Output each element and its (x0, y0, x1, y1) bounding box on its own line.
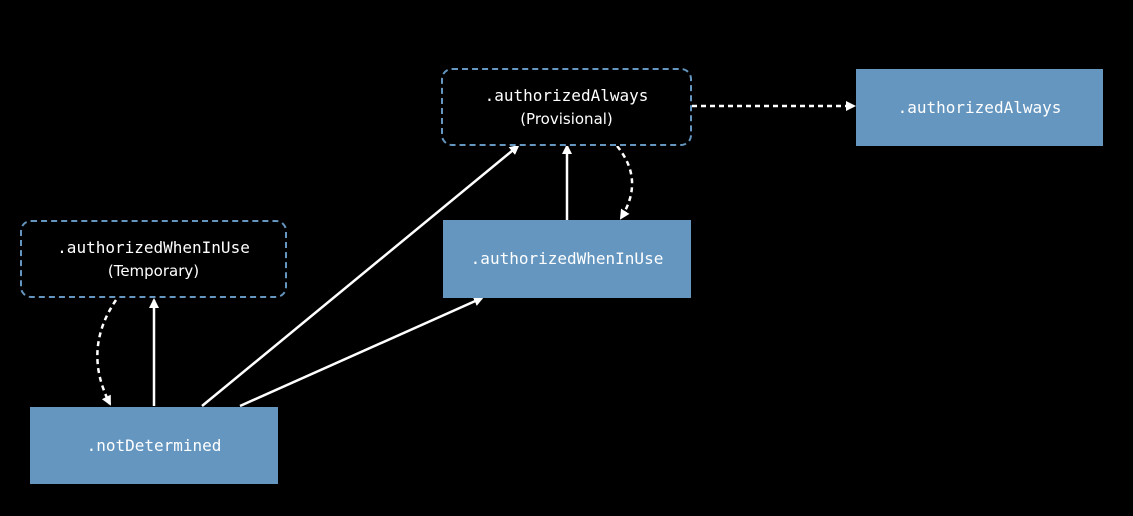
node-wheninuse-temporary-sublabel: (Temporary) (107, 261, 200, 280)
arrow-notdetermined-to-wheninuse (239, 296, 484, 408)
node-always-provisional-sublabel: (Provisional) (520, 109, 613, 128)
arrow-notdetermined-to-always-provisional (201, 144, 520, 407)
arrow-temporary-to-notdetermined (96, 299, 118, 406)
node-wheninuse-label: .authorizedWhenInUse (470, 249, 664, 268)
node-wheninuse-temporary: .authorizedWhenInUse (Temporary) (20, 220, 287, 298)
node-always-provisional-label: .authorizedAlways (484, 85, 649, 105)
node-always-label: .authorizedAlways (897, 97, 1062, 117)
node-always: .authorizedAlways (856, 69, 1103, 146)
node-wheninuse-temporary-label: .authorizedWhenInUse (57, 237, 250, 257)
arrow-provisional-to-wheninuse (616, 145, 634, 220)
node-wheninuse: .authorizedWhenInUse (443, 220, 691, 298)
node-always-provisional: .authorizedAlways (Provisional) (441, 68, 692, 146)
node-notdetermined-label: .notDetermined (86, 435, 222, 455)
node-notdetermined: .notDetermined (30, 407, 278, 484)
